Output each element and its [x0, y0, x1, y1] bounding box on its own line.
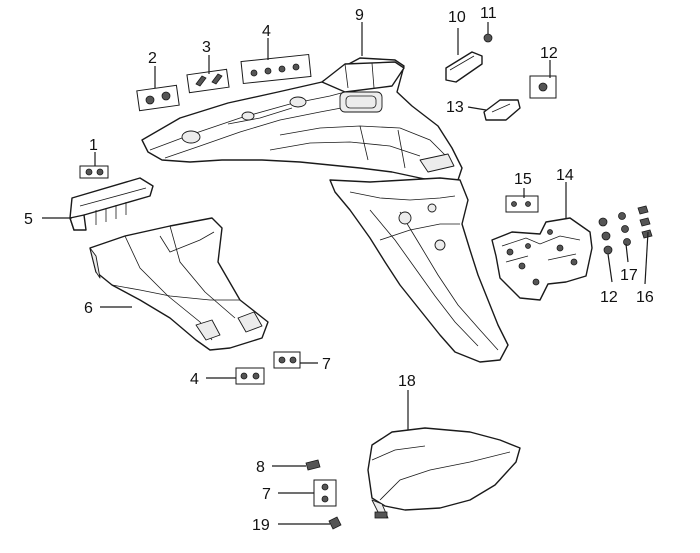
reflector [445, 51, 483, 83]
callout-15: 15 [514, 171, 532, 188]
callout-4-top: 4 [262, 23, 271, 40]
license-plate-bracket [491, 217, 593, 301]
leader-lines [42, 22, 649, 525]
box-part-15 [505, 195, 539, 213]
nut-part-11 [483, 33, 493, 43]
box-part-2 [136, 84, 180, 112]
callout-7-top: 7 [322, 356, 331, 373]
box-part-1 [79, 165, 109, 179]
callout-11: 11 [480, 5, 497, 22]
box-part-4-top [240, 53, 312, 85]
box-part-7-bottom [313, 479, 337, 507]
clip-part-13 [483, 99, 521, 121]
callout-labels: 1 2 3 4 5 6 9 10 11 12 13 14 15 16 17 12… [24, 5, 654, 534]
nut-part-19 [328, 516, 342, 530]
callout-8: 8 [256, 459, 265, 476]
callout-13: 13 [446, 99, 464, 116]
screw-part-8 [305, 459, 321, 471]
callout-6: 6 [84, 300, 93, 317]
callout-2: 2 [148, 50, 157, 67]
box-part-7-top [273, 351, 301, 369]
callout-10: 10 [448, 9, 466, 26]
inner-mudguard [89, 217, 269, 351]
callout-17: 17 [620, 267, 638, 284]
callout-4-bottom: 4 [190, 371, 199, 388]
callout-12-top: 12 [540, 45, 558, 62]
callout-3: 3 [202, 39, 211, 56]
callout-14: 14 [556, 167, 574, 184]
box-part-4-bottom [235, 367, 265, 385]
callout-18: 18 [398, 373, 416, 390]
callout-1: 1 [89, 137, 98, 154]
callout-19: 19 [252, 517, 270, 534]
callout-12-bottom: 12 [600, 289, 618, 306]
callout-7-bottom: 7 [262, 486, 271, 503]
box-part-12-top [529, 75, 557, 99]
callout-5: 5 [24, 211, 33, 228]
box-part-3 [186, 68, 230, 94]
rear-fender-assembly [141, 57, 509, 363]
callout-9: 9 [355, 7, 364, 24]
rear-cover-small [69, 177, 154, 231]
rear-hugger [367, 427, 521, 519]
callout-16: 16 [636, 289, 654, 306]
hardware-cluster [598, 205, 653, 255]
